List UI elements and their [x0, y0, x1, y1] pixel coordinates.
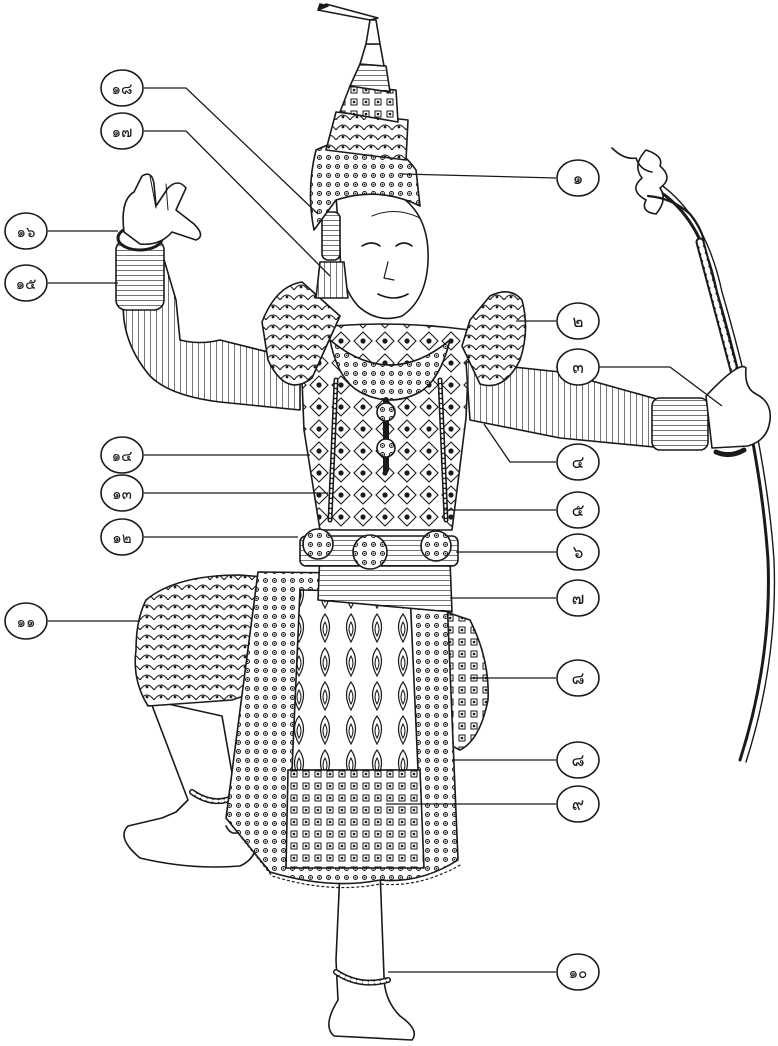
callout-number: ๑๘ — [111, 80, 132, 98]
callout-shoulder-wing: ๒ — [557, 303, 599, 339]
leader-line — [402, 174, 556, 178]
callout-number: ๑๗ — [112, 123, 133, 141]
callout-number: ๘ — [571, 751, 584, 771]
callout-number: ๑๖ — [16, 223, 35, 241]
callout-side-flap: ๘ — [557, 660, 599, 696]
callout-number: ๑๑ — [16, 613, 35, 631]
callout-belt-ornament: ๑๒ — [101, 519, 143, 555]
callout-bow-grip: ๓ — [557, 349, 599, 385]
standing-leg — [329, 870, 414, 1040]
bow — [612, 148, 774, 762]
head — [336, 191, 428, 318]
callout-number: ๑ — [573, 169, 584, 189]
callout-bracelet: ๑๖ — [5, 213, 47, 249]
callout-number: ๗ — [572, 589, 585, 609]
callout-anklet: ๑๐ — [557, 954, 599, 990]
right-arm — [466, 362, 770, 455]
callout-trousers: ๑๑ — [5, 603, 47, 639]
callout-ear-tassel: ๑๗ — [101, 113, 143, 149]
callout-number: ๔ — [572, 453, 585, 473]
callout-number: ๖ — [573, 543, 584, 563]
callout-chest-edge: ๔ — [557, 444, 599, 480]
callout-number: ๑๒ — [112, 529, 131, 547]
callout-number: ๒ — [572, 312, 583, 332]
callout-apron: ๙ — [557, 786, 599, 822]
callout-crown-side: ๑๘ — [101, 70, 143, 106]
callout-belt: ๖ — [557, 534, 599, 570]
callout-number: ๑๐ — [569, 964, 588, 982]
callout-number: ๘ — [571, 669, 584, 689]
left-arm — [116, 174, 300, 410]
callout-number: ๓ — [572, 358, 584, 378]
callout-chain: ๕ — [557, 492, 599, 528]
callout-number: ๑๔ — [112, 447, 133, 465]
callout-number: ๑๓ — [112, 485, 132, 503]
callout-sash: ๗ — [557, 580, 599, 616]
callout-number: ๑๕ — [16, 275, 37, 293]
callout-arm-sleeve: ๑๕ — [5, 265, 47, 301]
callout-necklace-chain: ๑๓ — [101, 475, 143, 511]
callout-front-panel: ๘ — [557, 742, 599, 778]
callout-crown: ๑ — [557, 160, 599, 196]
callout-number: ๕ — [572, 501, 585, 521]
callout-vest: ๑๔ — [101, 437, 143, 473]
callout-number: ๙ — [572, 795, 584, 815]
